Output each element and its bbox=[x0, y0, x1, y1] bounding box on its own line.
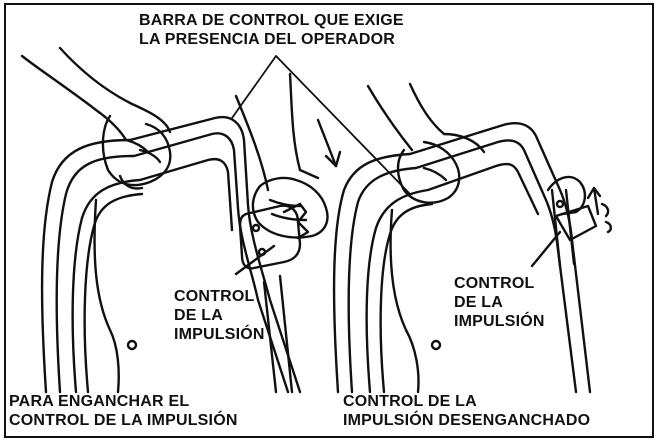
left-drive-control-label: CONTROL DE LA IMPULSIÓN bbox=[174, 287, 265, 344]
left-panel-caption: PARA ENGANCHAR EL CONTROL DE LA IMPULSIÓ… bbox=[9, 392, 238, 430]
right-label-line-3: IMPULSIÓN bbox=[454, 313, 545, 330]
callout-leader-left bbox=[231, 55, 277, 119]
callout-leader-right bbox=[275, 55, 411, 195]
left-handle-assembly bbox=[20, 46, 342, 394]
left-caption-line-1: PARA ENGANCHAR EL bbox=[9, 393, 190, 410]
left-caption-line-2: CONTROL DE LA IMPULSIÓN bbox=[9, 412, 238, 429]
left-label-line-1: CONTROL bbox=[174, 288, 255, 305]
right-handle-assembly bbox=[332, 82, 612, 394]
right-caption-line-1: CONTROL DE LA bbox=[343, 393, 477, 410]
left-label-line-3: IMPULSIÓN bbox=[174, 326, 265, 343]
left-label-line-2: DE LA bbox=[174, 307, 223, 324]
right-label-line-1: CONTROL bbox=[454, 275, 535, 292]
right-caption-line-2: IMPULSIÓN DESENGANCHADO bbox=[343, 412, 591, 429]
callout-line-1: BARRA DE CONTROL QUE EXIGE bbox=[139, 12, 404, 29]
right-panel-caption: CONTROL DE LA IMPULSIÓN DESENGANCHADO bbox=[343, 392, 590, 430]
callout-line-2: LA PRESENCIA DEL OPERADOR bbox=[139, 31, 395, 48]
right-drive-control-label: CONTROL DE LA IMPULSIÓN bbox=[454, 274, 545, 331]
diagram-frame bbox=[4, 3, 654, 438]
control-bar-callout: BARRA DE CONTROL QUE EXIGE LA PRESENCIA … bbox=[139, 11, 404, 49]
right-label-line-2: DE LA bbox=[454, 294, 503, 311]
